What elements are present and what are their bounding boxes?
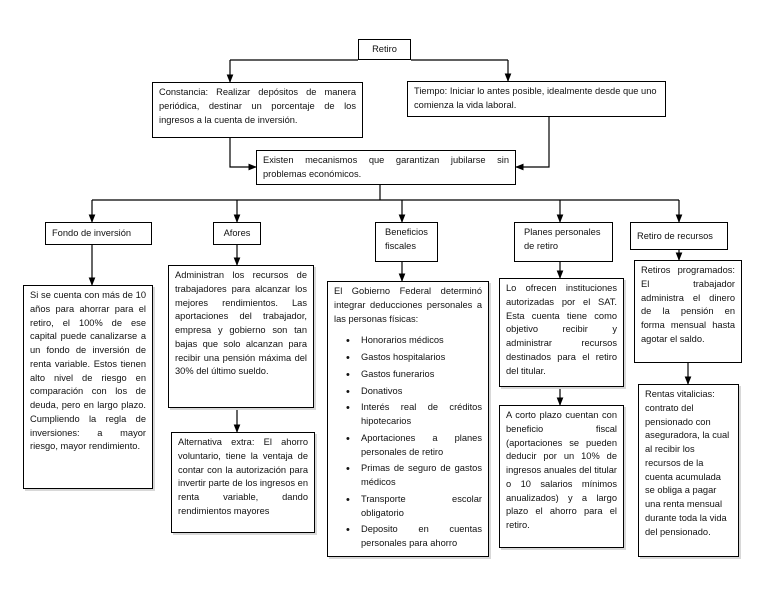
node-mecanismos: Existen mecanismos que garantizan jubila…	[256, 150, 516, 185]
detail-beneficios: El Gobierno Federal determinó integrar d…	[327, 281, 489, 557]
arrow-constancia-mecanismos	[229, 138, 257, 171]
deduction-item: Gastos funerarios	[346, 367, 482, 383]
detail-afores-extra: Alternativa extra: El ahorro voluntario,…	[171, 432, 315, 533]
category-planes: Planes personales de retiro	[514, 222, 613, 262]
detail-fondo: Si se cuenta con más de 10 años para aho…	[23, 285, 153, 489]
arrow-tiempo-mecanismos	[515, 117, 550, 171]
category-retiro-recursos-label: Retiro de recursos	[637, 231, 713, 241]
category-afores: Afores	[213, 222, 261, 245]
detail-planes: Lo ofrecen instituciones autorizadas por…	[499, 278, 624, 387]
node-tiempo: Tiempo: Iniciar lo antes posible, idealm…	[407, 81, 666, 117]
deduction-item: Gastos hospitalarios	[346, 350, 482, 366]
node-retiro-label: Retiro	[372, 44, 397, 54]
detail-fondo-text: Si se cuenta con más de 10 años para aho…	[30, 290, 146, 452]
node-mecanismos-text: Existen mecanismos que garantizan jubila…	[263, 155, 509, 179]
detail-afores-extra-text: Alternativa extra: El ahorro voluntario,…	[178, 437, 308, 516]
category-beneficios: Beneficios fiscales	[375, 222, 438, 262]
detail-beneficios-intro: El Gobierno Federal determinó integrar d…	[334, 286, 482, 324]
detail-beneficios-list: Honorarios médicosGastos hospitalariosGa…	[334, 333, 482, 551]
detail-rentas-vitalicias: Rentas vitalicias: contrato del pensiona…	[638, 384, 739, 557]
detail-planes-plazo: A corto plazo cuentan con beneficio fisc…	[499, 405, 624, 548]
deduction-item: Transporte escolar obligatorio	[346, 492, 482, 521]
node-retiro: Retiro	[358, 39, 411, 60]
category-planes-label: Planes personales de retiro	[524, 227, 601, 251]
node-constancia: Constancia: Realizar depósitos de manera…	[152, 82, 363, 138]
detail-afores: Administran los recursos de trabajadores…	[168, 265, 314, 408]
deduction-item: Primas de seguro de gastos médicos	[346, 461, 482, 490]
deduction-item: Donativos	[346, 384, 482, 400]
deduction-item: Aportaciones a planes personales de reti…	[346, 431, 482, 460]
detail-retiro-programados: Retiros programados: El trabajador admin…	[634, 260, 742, 363]
detail-rentas-vitalicias-text: Rentas vitalicias: contrato del pensiona…	[645, 389, 730, 537]
detail-planes-text: Lo ofrecen instituciones autorizadas por…	[506, 283, 617, 376]
category-fondo-label: Fondo de inversión	[52, 228, 132, 238]
detail-retiro-programados-text: Retiros programados: El trabajador admin…	[641, 265, 735, 344]
node-constancia-text: Constancia: Realizar depósitos de manera…	[159, 87, 356, 125]
detail-planes-plazo-text: A corto plazo cuentan con beneficio fisc…	[506, 410, 617, 530]
node-tiempo-text: Tiempo: Iniciar lo antes posible, idealm…	[414, 86, 657, 110]
deduction-item: Interés real de créditos hipotecarios	[346, 400, 482, 429]
category-retiro-recursos: Retiro de recursos	[630, 222, 728, 250]
category-beneficios-label: Beneficios fiscales	[385, 227, 428, 251]
deduction-item: Honorarios médicos	[346, 333, 482, 349]
detail-afores-text: Administran los recursos de trabajadores…	[175, 270, 307, 377]
deduction-item: Deposito en cuentas personales para ahor…	[346, 522, 482, 551]
category-fondo: Fondo de inversión	[45, 222, 152, 245]
category-afores-label: Afores	[223, 228, 251, 238]
